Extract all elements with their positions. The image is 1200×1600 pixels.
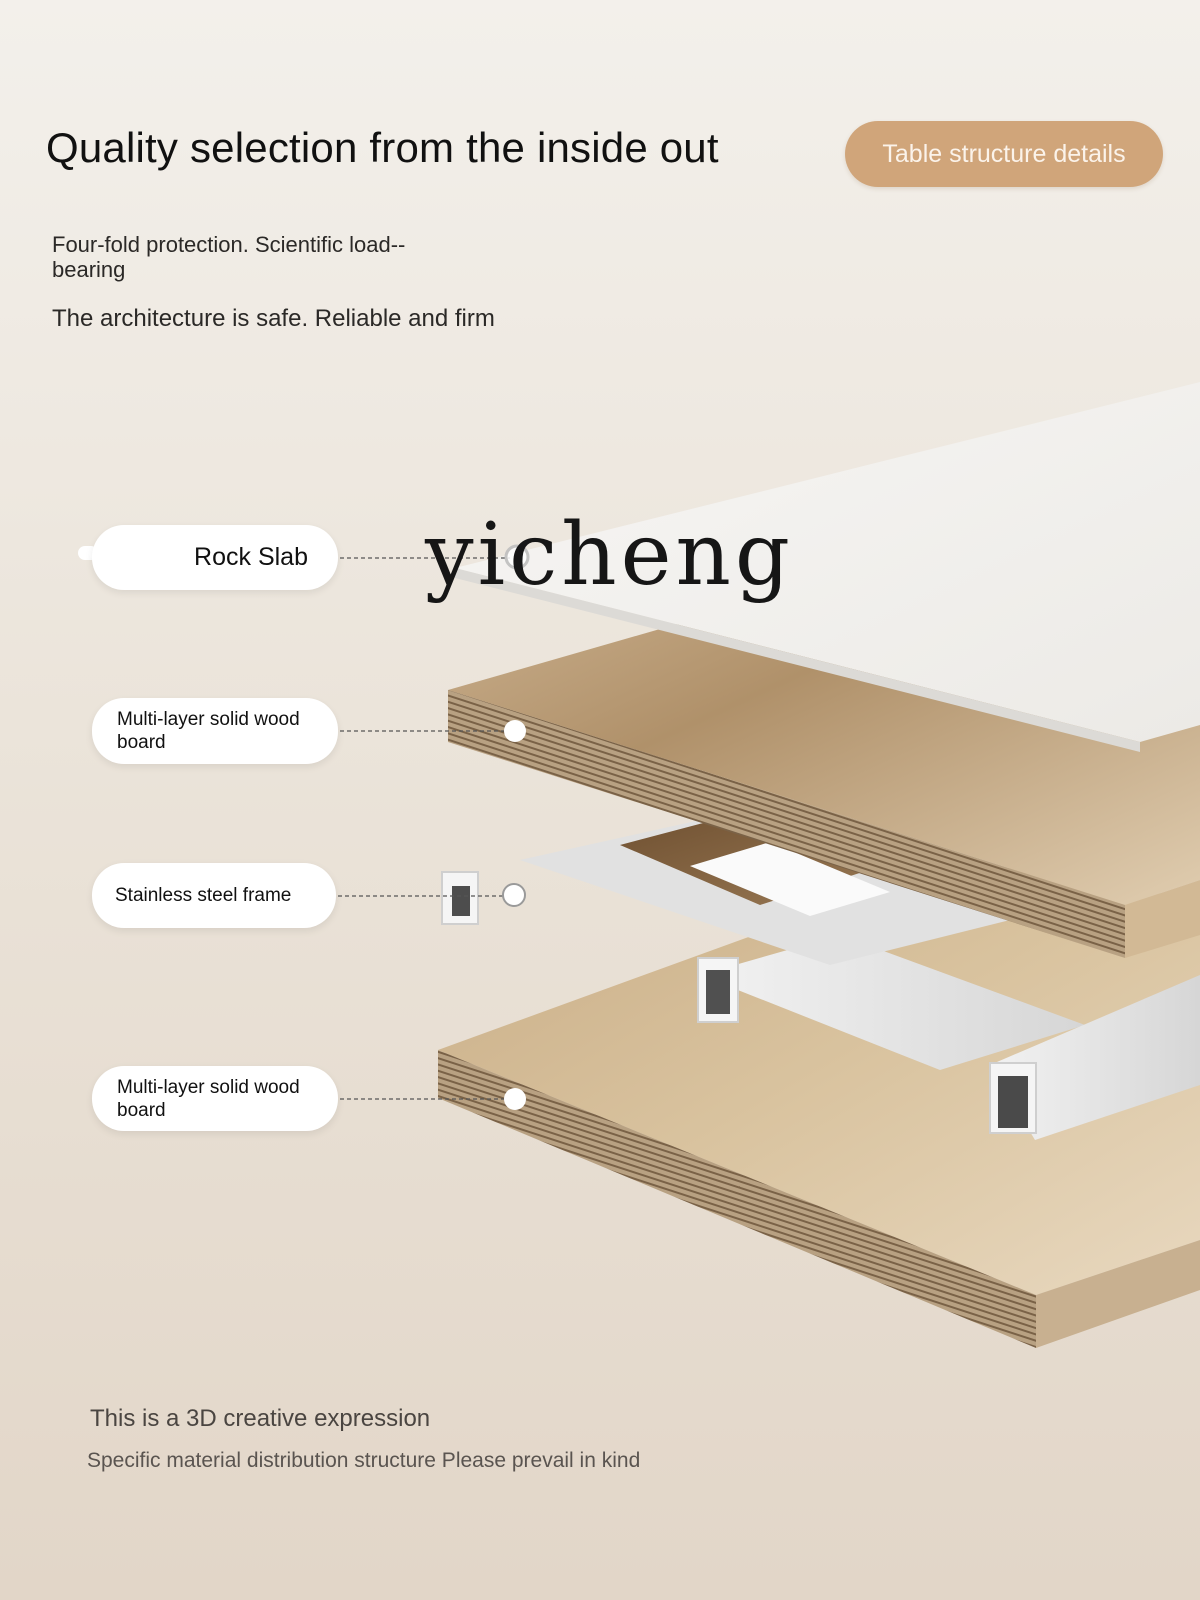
page-title: Quality selection from the inside out [46, 124, 719, 171]
brand-watermark: yicheng [425, 505, 794, 605]
layer-label-wood-board-top: Multi-layer solid wood board [92, 698, 338, 764]
steel-frame [441, 820, 1200, 1140]
structure-details-button[interactable]: Table structure details [845, 121, 1163, 187]
leader-lines [338, 557, 512, 1100]
intro-line-2: The architecture is safe. Reliable and f… [52, 305, 495, 332]
layer-label-rock-slab: Rock Slab [92, 525, 338, 590]
intro-line-1: Four-fold protection. Scientific load--b… [52, 232, 406, 282]
footer-note-body: Specific material distribution structure… [87, 1449, 641, 1472]
layer-label-wood-board-bottom: Multi-layer solid wood board [92, 1066, 338, 1131]
rock-slab [455, 382, 1200, 752]
bottom-wood-board [438, 860, 1200, 1348]
footer-note-title: This is a 3D creative expression [90, 1405, 431, 1432]
layer-label-steel-frame: Stainless steel frame [92, 863, 336, 928]
leader-dots [502, 544, 530, 1110]
